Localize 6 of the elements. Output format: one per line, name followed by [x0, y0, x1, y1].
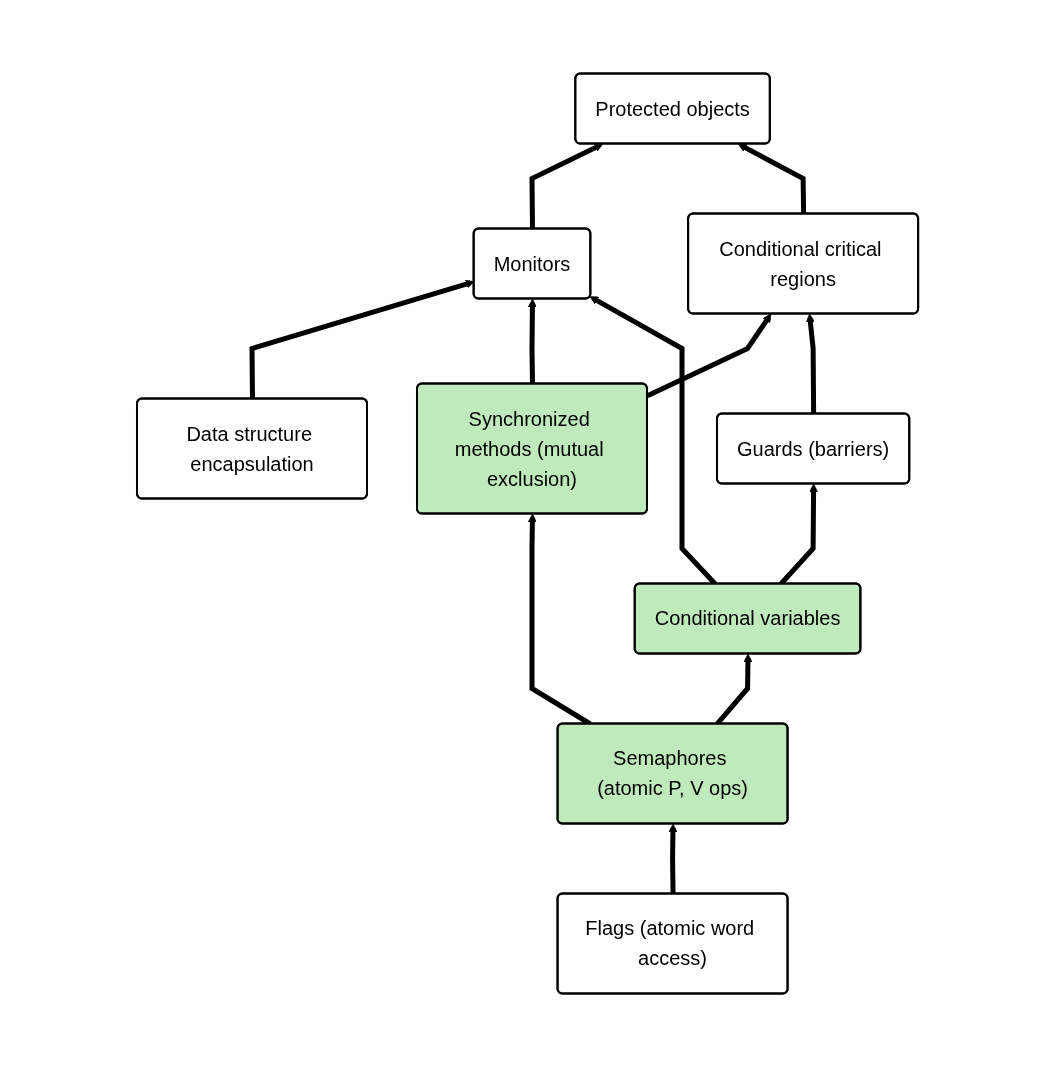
- arrow: [527, 298, 537, 385]
- arrow: [805, 313, 817, 414]
- arrow: [646, 313, 772, 398]
- arrow: [668, 823, 678, 895]
- arrow: [737, 143, 807, 215]
- arrow: [529, 143, 604, 230]
